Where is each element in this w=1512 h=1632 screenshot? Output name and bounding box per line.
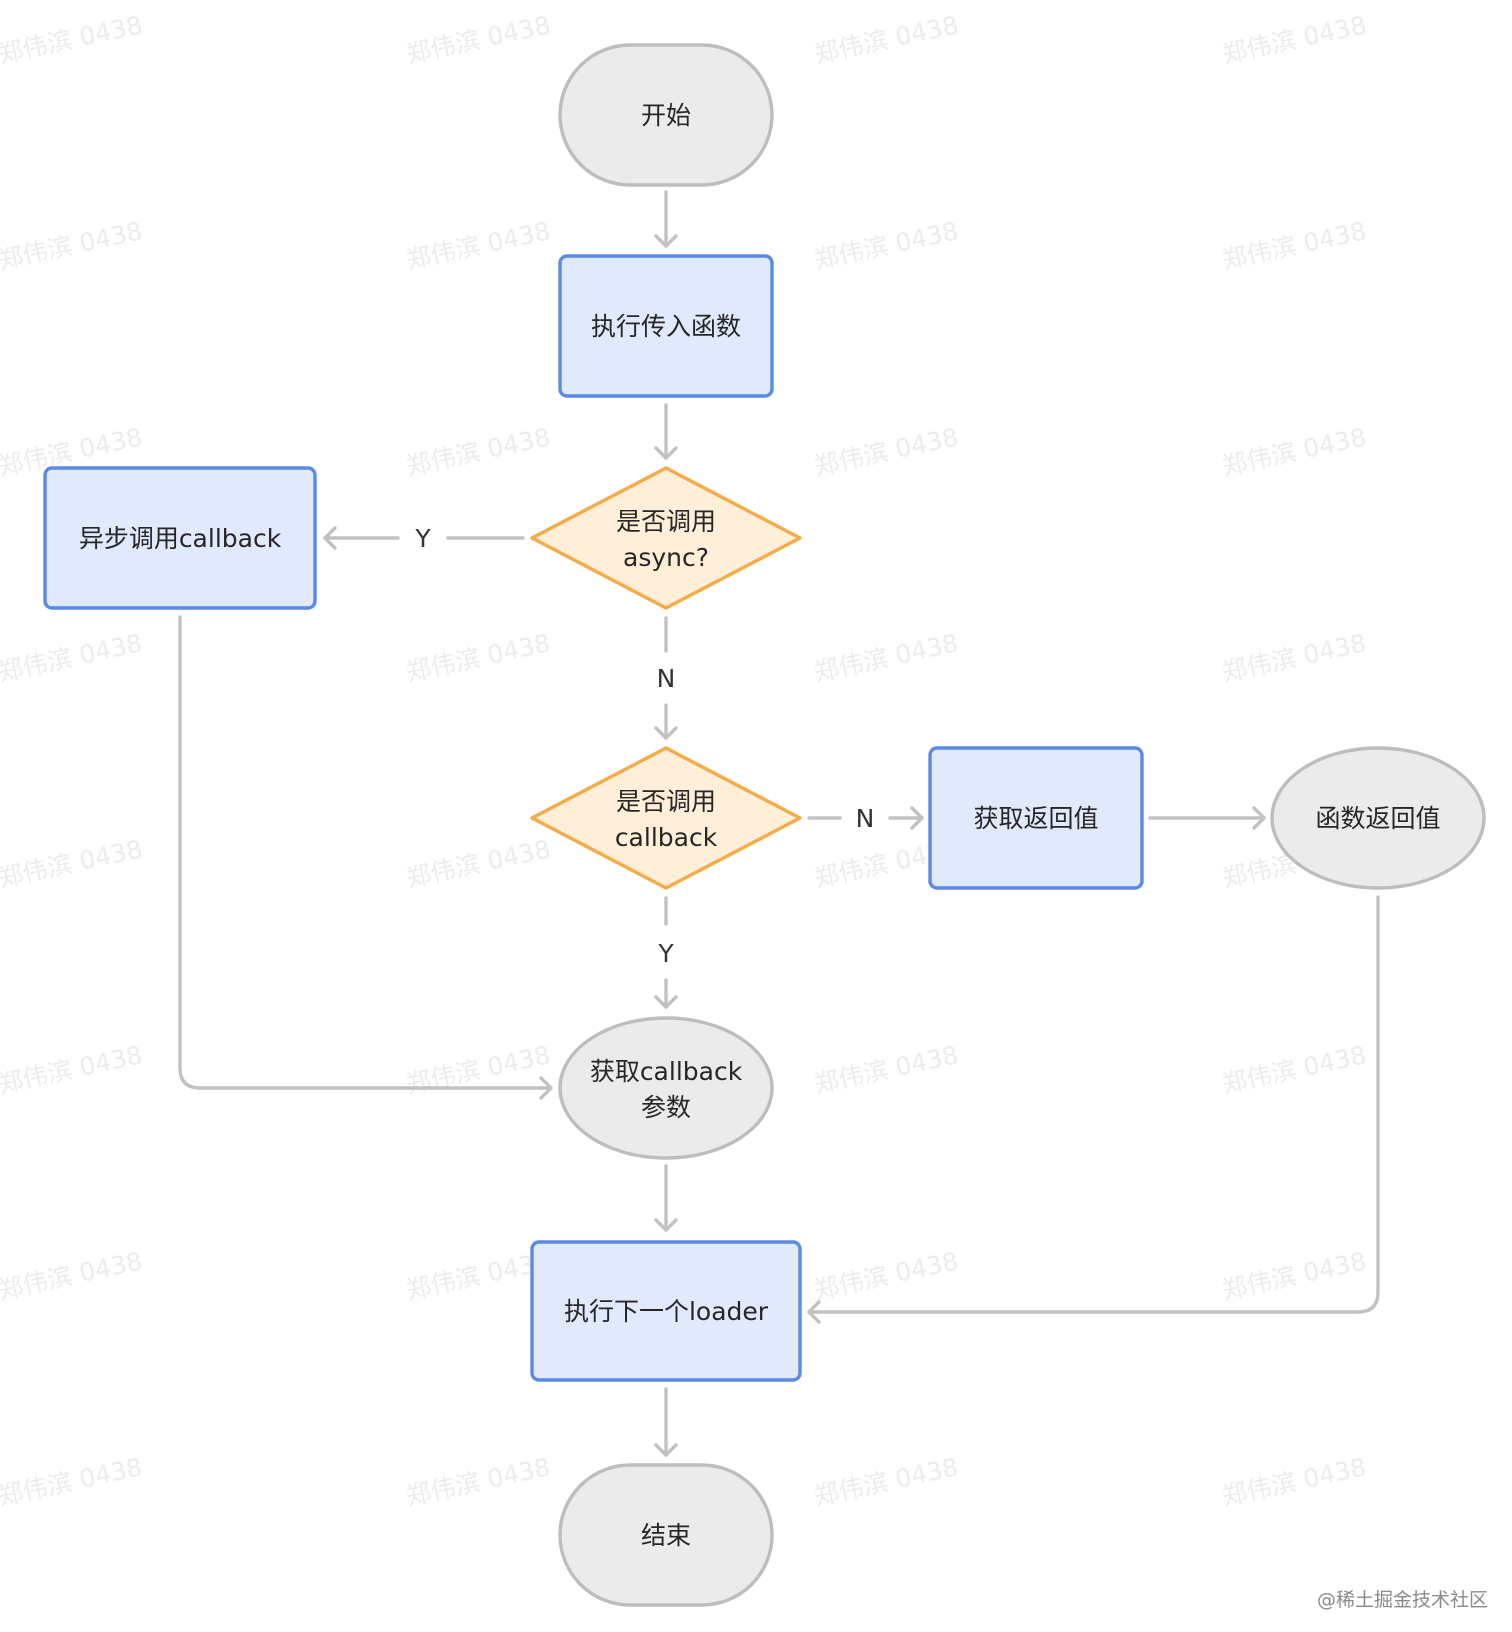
watermark-text: 郑伟滨 0438 [404,1040,553,1099]
is-async-shape [530,466,802,610]
edge-label-cb-no: N [856,804,875,833]
node-is-callback: 是否调用 callback [530,746,802,890]
arrow-head [654,1218,678,1232]
node-get-return: 获取返回值 [928,746,1144,890]
node-next-loader: 执行下一个loader [530,1240,802,1382]
get-callback-args-shape [558,1016,774,1160]
watermark-text: 郑伟滨 0438 [0,10,145,69]
arrow-head [539,1076,553,1100]
get-callback-args-label-line2: 参数 [641,1093,691,1122]
arrow-head [1252,806,1266,830]
watermark-text: 郑伟滨 0438 [404,216,553,275]
watermark-text: 郑伟滨 0438 [812,1246,961,1305]
watermark-text: 郑伟滨 0438 [812,422,961,481]
watermark-text: 郑伟滨 0438 [404,422,553,481]
watermark-text: 郑伟滨 0438 [1220,10,1369,69]
is-async-label-line2: async? [623,543,709,572]
watermark-text: 郑伟滨 0438 [812,1040,961,1099]
node-fn-return: 函数返回值 [1270,746,1486,890]
exec-fn-label: 执行传入函数 [591,312,741,341]
is-async-label-line1: 是否调用 [616,507,716,536]
watermark-text: 郑伟滨 0438 [1220,422,1369,481]
arrow-head [654,726,678,740]
watermark-text: 郑伟滨 0438 [0,628,145,687]
watermark-text: 郑伟滨 0438 [404,1452,553,1511]
node-is-async: 是否调用 async? [530,466,802,610]
fn-return-shape [1270,746,1486,890]
start-shape [558,43,774,187]
watermark-text: 郑伟滨 0438 [1220,628,1369,687]
watermark-text: 郑伟滨 0438 [812,1452,961,1511]
watermark-text: 郑伟滨 0438 [1220,1246,1369,1305]
edge-label-async-yes: Y [414,524,431,553]
edge-fnret-to-next [807,895,1380,1314]
arrow-head [910,806,924,830]
arrow-head [654,446,678,460]
async-callback-shape [43,466,317,610]
watermark-text: 郑伟滨 0438 [812,216,961,275]
watermark-text: 郑伟滨 0438 [404,10,553,69]
watermark-text: 郑伟滨 0438 [0,1246,145,1305]
watermark-text: 郑伟滨 0438 [812,628,961,687]
async-callback-label: 异步调用callback [79,524,282,553]
edge-label-cb-yes: Y [657,939,674,968]
arrow-head [654,234,678,248]
watermark-text: 郑伟滨 0438 [0,1452,145,1511]
watermark-text: 郑伟滨 0438 [1220,216,1369,275]
watermark-text: 郑伟滨 0438 [1220,1040,1369,1099]
watermark-text: 郑伟滨 0438 [0,834,145,893]
watermark-text: 郑伟滨 0438 [1220,1452,1369,1511]
node-start: 开始 [558,43,774,187]
arrow-head [654,995,678,1009]
is-callback-shape [530,746,802,890]
edge-asynccb-to-getcb [178,615,553,1090]
arrow-head [323,526,337,550]
next-loader-label: 执行下一个loader [564,1297,769,1326]
site-credit: @稀土掘金技术社区 [1317,1589,1488,1611]
is-callback-label-line1: 是否调用 [616,787,716,816]
get-return-shape [928,746,1144,890]
node-get-callback-args: 获取callback 参数 [558,1016,774,1160]
watermark-text: 郑伟滨 0438 [404,628,553,687]
node-async-callback: 异步调用callback [43,466,317,610]
is-callback-label-line2: callback [615,823,718,852]
get-return-label: 获取返回值 [973,804,1098,833]
next-loader-shape [530,1240,802,1382]
watermark-text: 郑伟滨 0438 [404,834,553,893]
edge-label-async-no: N [657,664,676,693]
end-shape [558,1463,774,1607]
end-label: 结束 [641,1521,691,1550]
node-exec-fn: 执行传入函数 [558,254,774,398]
watermark-text: 郑伟滨 0438 [812,10,961,69]
arrow-head [807,1300,821,1324]
fn-return-label: 函数返回值 [1315,804,1440,833]
watermark-text: 郑伟滨 0438 [0,1040,145,1099]
edges: Y N N Y [178,190,1380,1457]
arrow-head [654,1443,678,1457]
node-end: 结束 [558,1463,774,1607]
start-label: 开始 [641,101,691,130]
get-callback-args-label-line1: 获取callback [590,1057,743,1086]
watermark-text: 郑伟滨 0438 [0,216,145,275]
exec-fn-shape [558,254,774,398]
